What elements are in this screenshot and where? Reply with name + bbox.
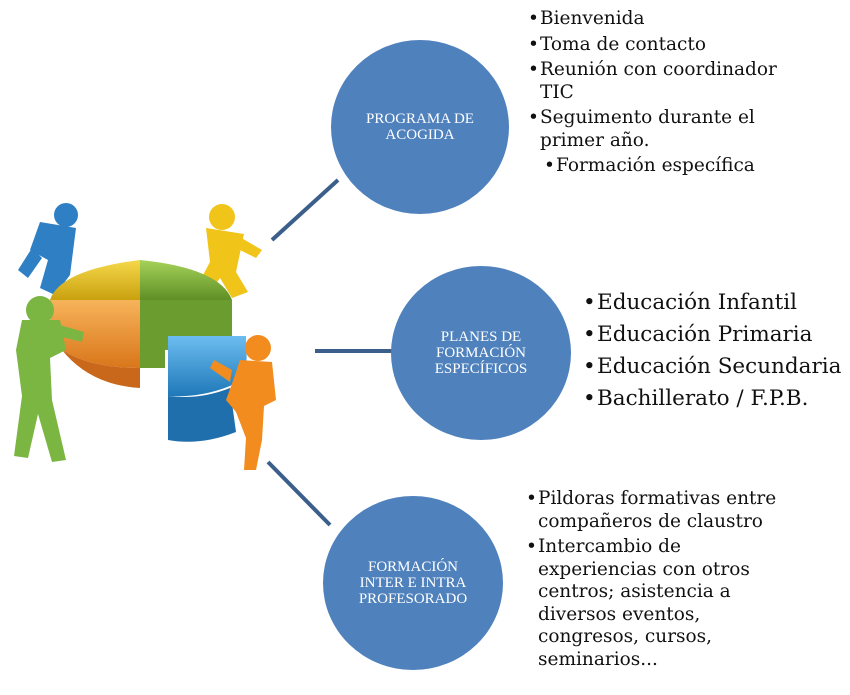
puzzle-top-green: [140, 260, 232, 300]
list-item: Bienvenida: [528, 8, 828, 31]
node-programa-acogida: PROGRAMA DE ACOGIDA: [331, 40, 509, 214]
list-item: Seguimento durante el primer año.: [528, 107, 790, 152]
list-item: Educación Secundaria: [583, 352, 850, 381]
figure-blue: [18, 203, 78, 295]
node-title-line: PROGRAMA DE: [366, 111, 474, 127]
node-planes-formacion: PLANES DE FORMACIÓN ESPECÍFICOS: [391, 266, 571, 440]
puzzle-side-orange: [49, 300, 140, 368]
list-item: Intercambio de experiencias con otros ce…: [526, 536, 788, 671]
connector-top: [270, 178, 340, 242]
puzzle-piece-blue: [168, 336, 247, 397]
puzzle-top-yellow: [50, 260, 140, 300]
list-item: Reunión con coordinador TIC: [528, 59, 808, 104]
list-item: Toma de contacto: [528, 34, 828, 57]
connector-bottom: [266, 460, 332, 527]
figure-green: [14, 296, 84, 462]
bullets-programa-acogida: Bienvenida Toma de contacto Reunión con …: [528, 8, 828, 181]
node-title-line: FORMACIÓN: [435, 345, 526, 361]
node-title-line: FORMACIÓN: [367, 559, 458, 575]
list-item: Educación Infantil: [583, 288, 850, 317]
bullets-formacion-profesorado: Pildoras formativas entre compañeros de …: [526, 488, 836, 674]
node-title-line: ESPECÍFICOS: [434, 361, 528, 377]
node-title-line: ACOGIDA: [385, 127, 455, 143]
figure-orange: [210, 335, 276, 470]
list-item: Bachillerato / F.P.B.: [583, 384, 850, 413]
list-item: Formación específica: [544, 155, 828, 178]
list-item: Educación Primaria: [583, 320, 850, 349]
puzzle-side-green: [140, 300, 232, 368]
node-formacion-profesorado: FORMACIÓN INTER E INTRA PROFESORADO: [323, 496, 503, 670]
list-item: Pildoras formativas entre compañeros de …: [526, 488, 828, 533]
bullets-planes-formacion: Educación Infantil Educación Primaria Ed…: [583, 288, 850, 416]
puzzle-teamwork-icon: [14, 203, 276, 470]
node-title-line: INTER E INTRA: [359, 575, 467, 591]
node-title-line: PLANES DE: [440, 329, 522, 345]
node-title-line: PROFESORADO: [358, 591, 468, 607]
